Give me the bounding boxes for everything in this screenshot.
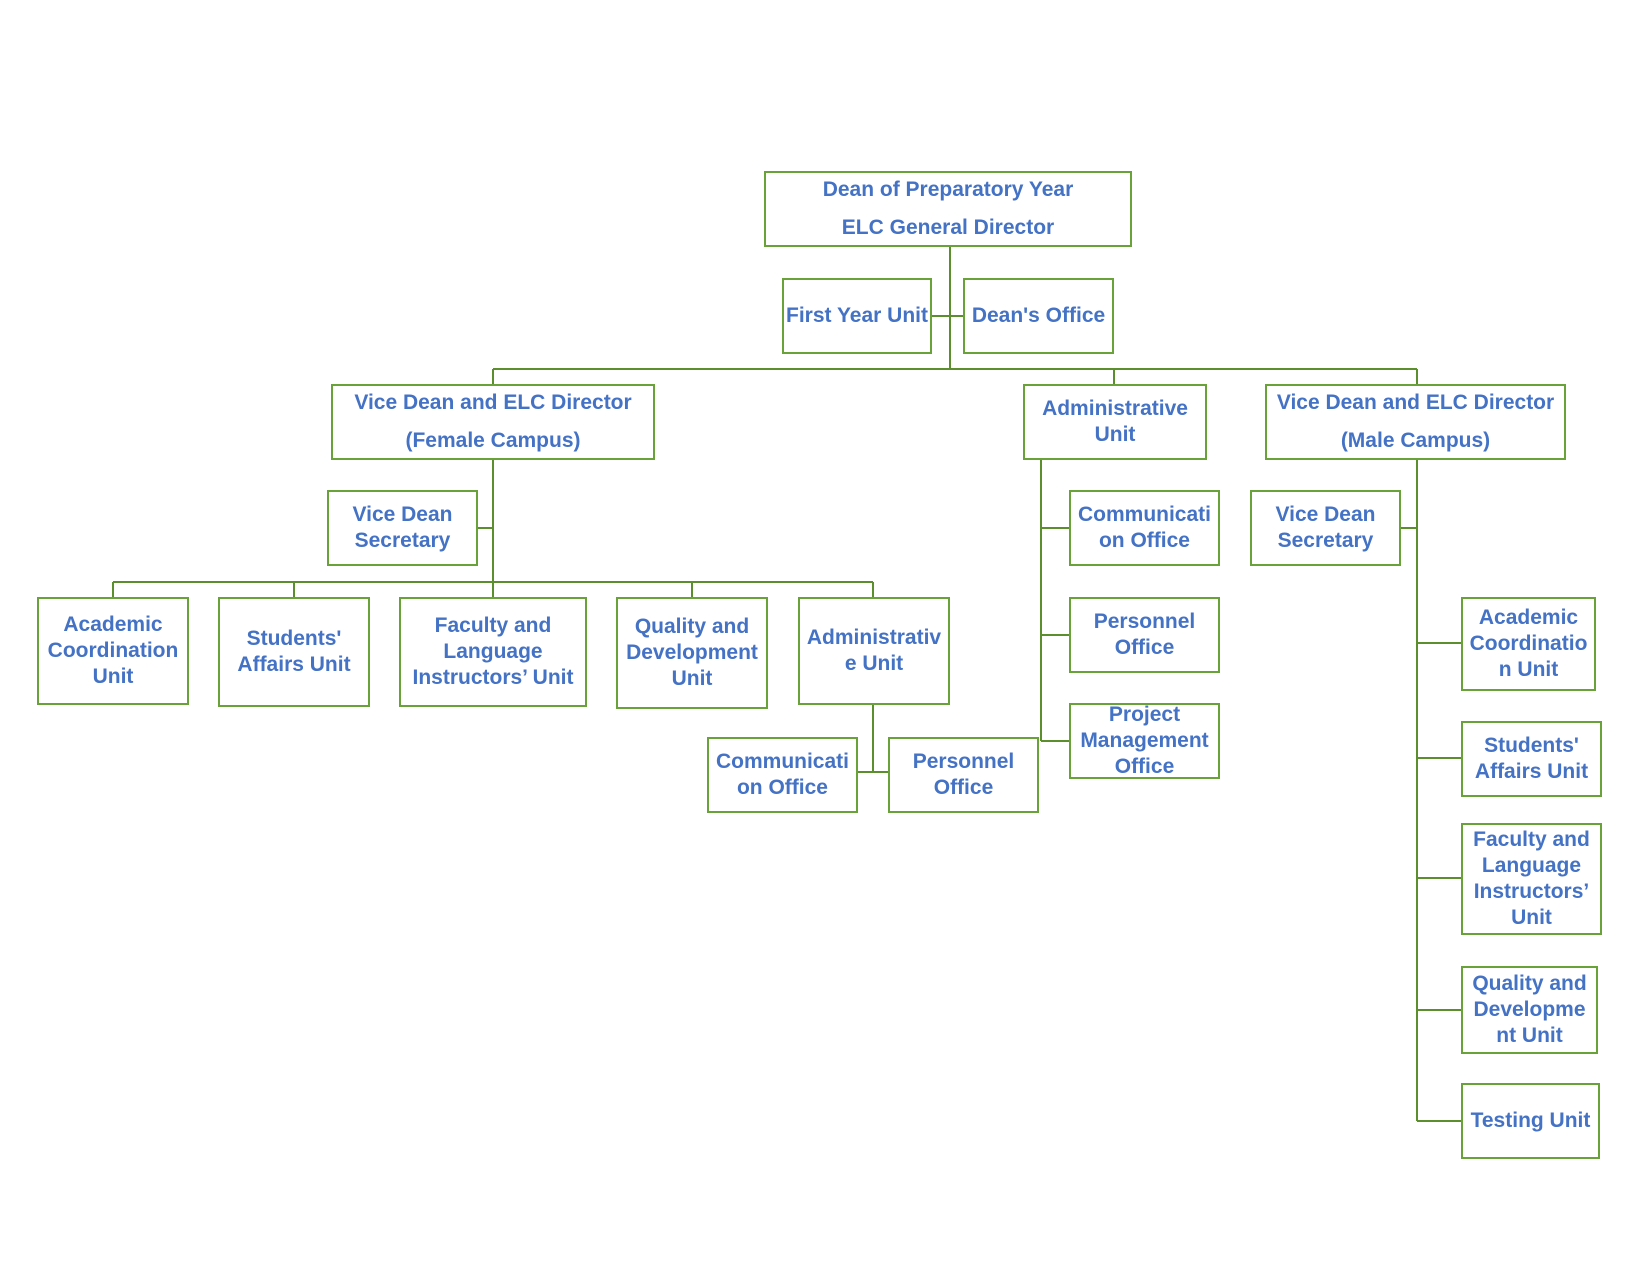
male-testing-unit-label: Testing Unit (1470, 1108, 1591, 1132)
admin-project-management-office-box: Project Management Office (1069, 703, 1220, 779)
administrative-unit-box: Administrative Unit (1023, 384, 1207, 460)
general-director-title: ELC General Director (841, 216, 1055, 239)
vice-dean-female-title: Vice Dean and ELC Director (354, 391, 632, 414)
admin-communication-office-label: Communicati on Office (1077, 502, 1211, 552)
vice-dean-secretary-male-box: Vice Dean Secretary (1250, 490, 1401, 566)
vice-dean-female-campus: (Female Campus) (405, 429, 581, 452)
female-personnel-office-box: Personnel Office (888, 737, 1039, 813)
vice-dean-male-title: Vice Dean and ELC Director (1276, 391, 1555, 414)
male-faculty-instructors-label: Faculty and Language Instructors’ Unit (1473, 827, 1590, 930)
first-year-unit-label: First Year Unit (786, 303, 928, 327)
female-academic-coordination-label: Academic Coordination Unit (47, 612, 179, 689)
vice-dean-female-box: Vice Dean and ELC Director (Female Campu… (331, 384, 655, 460)
female-communication-office-box: Communicati on Office (707, 737, 858, 813)
administrative-unit-label: Administrative Unit (1042, 396, 1188, 446)
dean-title: Dean of Preparatory Year (822, 178, 1074, 201)
male-students-affairs-box: Students' Affairs Unit (1461, 721, 1602, 797)
vice-dean-secretary-female-label: Vice Dean Secretary (352, 502, 453, 552)
admin-project-management-office-label: Project Management Office (1080, 703, 1209, 779)
vice-dean-secretary-male-label: Vice Dean Secretary (1275, 502, 1376, 552)
female-faculty-instructors-box: Faculty and Language Instructors’ Unit (399, 597, 587, 707)
vice-dean-secretary-female-box: Vice Dean Secretary (327, 490, 478, 566)
female-quality-development-box: Quality and Development Unit (616, 597, 768, 709)
vice-dean-male-campus: (Male Campus) (1340, 429, 1491, 452)
female-administrative-unit-box: Administrativ e Unit (798, 597, 950, 705)
admin-personnel-office-label: Personnel Office (1093, 609, 1196, 659)
deans-office-label: Dean's Office (971, 303, 1106, 327)
female-personnel-office-label: Personnel Office (912, 749, 1015, 799)
male-testing-unit-box: Testing Unit (1461, 1083, 1600, 1159)
vice-dean-male-box: Vice Dean and ELC Director (Male Campus) (1265, 384, 1566, 460)
female-administrative-unit-label: Administrativ e Unit (806, 625, 942, 675)
male-students-affairs-label: Students' Affairs Unit (1474, 733, 1589, 783)
first-year-unit-box: First Year Unit (782, 278, 932, 354)
female-academic-coordination-box: Academic Coordination Unit (37, 597, 189, 705)
deans-office-box: Dean's Office (963, 278, 1114, 354)
male-academic-coordination-box: Academic Coordinatio n Unit (1461, 597, 1596, 691)
female-students-affairs-box: Students' Affairs Unit (218, 597, 370, 707)
admin-communication-office-box: Communicati on Office (1069, 490, 1220, 566)
admin-personnel-office-box: Personnel Office (1069, 597, 1220, 673)
female-students-affairs-label: Students' Affairs Unit (237, 626, 351, 676)
male-quality-development-label: Quality and Developme nt Unit (1472, 971, 1587, 1048)
female-communication-office-label: Communicati on Office (715, 749, 849, 799)
dean-box: Dean of Preparatory Year ELC General Dir… (764, 171, 1132, 247)
male-academic-coordination-label: Academic Coordinatio n Unit (1469, 605, 1588, 682)
female-quality-development-label: Quality and Development Unit (626, 614, 758, 691)
male-faculty-instructors-box: Faculty and Language Instructors’ Unit (1461, 823, 1602, 935)
female-faculty-instructors-label: Faculty and Language Instructors’ Unit (412, 613, 574, 690)
male-quality-development-box: Quality and Developme nt Unit (1461, 966, 1598, 1054)
